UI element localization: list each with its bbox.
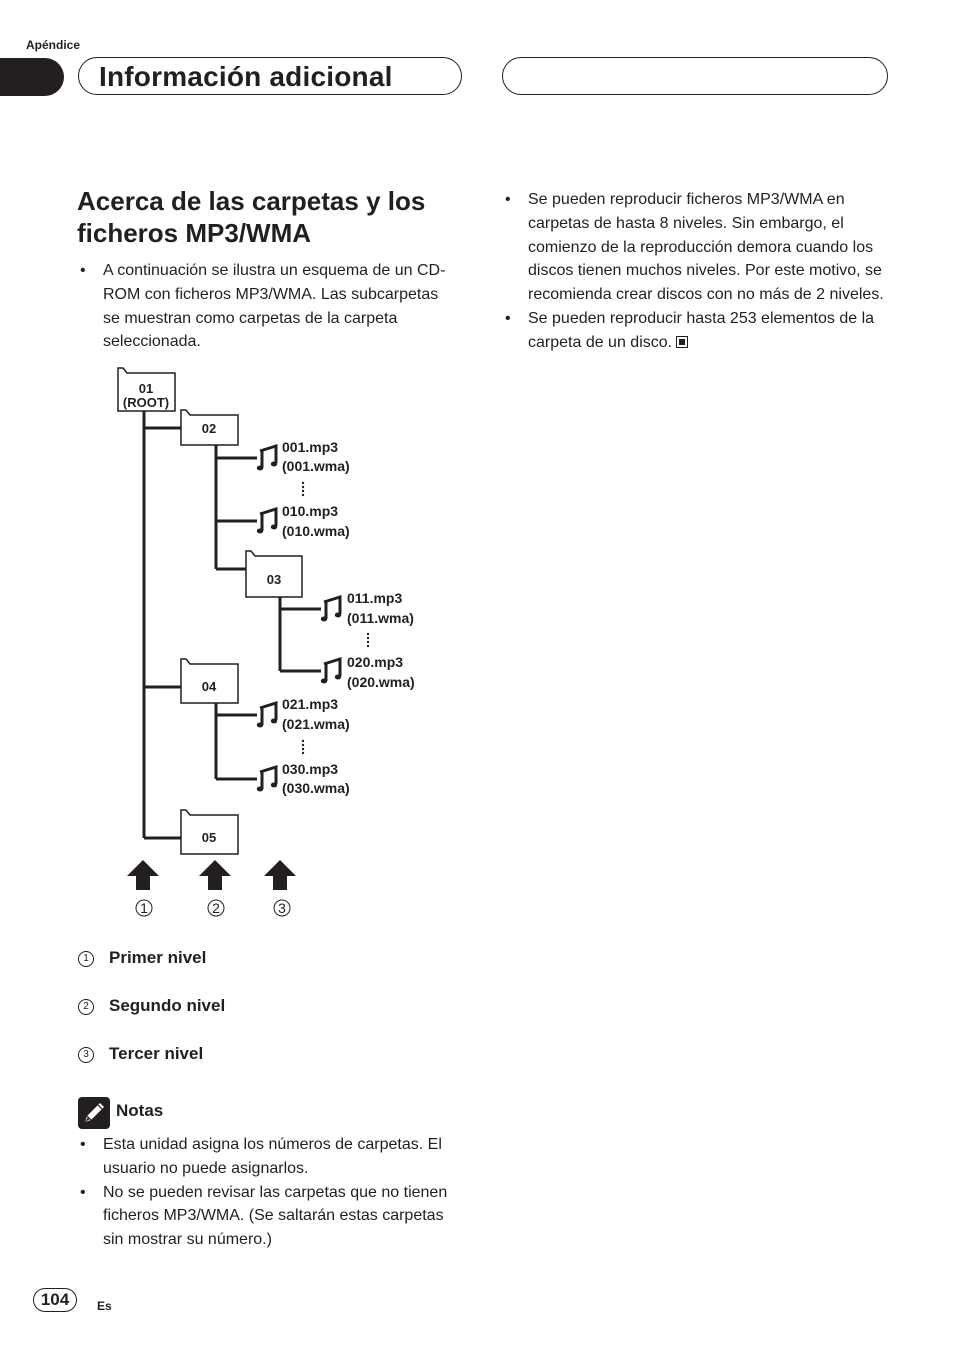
chapter-title: Información adicional xyxy=(99,61,393,92)
header-empty-pill xyxy=(502,57,888,95)
file-label: 010.mp3 xyxy=(282,503,338,519)
up-arrow-icon xyxy=(199,860,231,890)
file-label: 020.mp3 xyxy=(347,654,403,670)
page-number: 104 xyxy=(33,1288,77,1312)
folder-01-root-label: (ROOT) xyxy=(123,395,169,410)
folder-icon: 03 xyxy=(245,550,303,598)
chapter-title-pill: Información adicional xyxy=(78,57,462,95)
note-item: Esta unidad asigna los números de carpet… xyxy=(78,1133,458,1181)
folder-icon: 05 xyxy=(180,809,239,855)
folder-04-label: 04 xyxy=(202,679,217,694)
music-note-icon xyxy=(319,595,343,623)
file-label: (021.wma) xyxy=(282,716,350,732)
section-heading: Acerca de las carpetas y los ficheros MP… xyxy=(77,186,426,248)
legend-item-level-2: 2 Segundo nivel xyxy=(78,996,225,1016)
level-label: Segundo nivel xyxy=(109,996,226,1015)
section-label: Apéndice xyxy=(26,38,81,52)
level-number: 1 xyxy=(78,951,94,967)
level-marker: 1 xyxy=(135,899,153,917)
ellipsis-dots xyxy=(301,481,370,755)
right-item: Se pueden reproducir ficheros MP3/WMA en… xyxy=(503,188,893,307)
level-label: Primer nivel xyxy=(109,948,207,967)
legend-item-level-1: 1 Primer nivel xyxy=(78,948,206,968)
file-label: (011.wma) xyxy=(347,610,414,626)
svg-text:1: 1 xyxy=(140,900,148,916)
music-note-icon xyxy=(319,657,343,685)
up-arrow-icon xyxy=(127,860,159,890)
legend-item-level-3: 3 Tercer nivel xyxy=(78,1044,203,1064)
level-label: Tercer nivel xyxy=(109,1044,204,1063)
section-tab-marker xyxy=(0,58,64,96)
right-column-list: Se pueden reproducir ficheros MP3/WMA en… xyxy=(503,188,893,355)
folder-icon: 02 xyxy=(180,409,239,446)
level-marker: 3 xyxy=(273,899,291,917)
end-of-section-icon xyxy=(676,335,689,348)
music-note-icon xyxy=(255,444,279,472)
file-label: (030.wma) xyxy=(282,780,350,796)
folder-02-label: 02 xyxy=(202,421,216,436)
svg-text:3: 3 xyxy=(278,900,286,916)
file-label: 011.mp3 xyxy=(347,590,402,606)
note-item: No se pueden revisar las carpetas que no… xyxy=(78,1181,458,1252)
file-label: 001.mp3 xyxy=(282,439,338,455)
svg-text:2: 2 xyxy=(212,900,220,916)
right-item-text: Se pueden reproducir hasta 253 elementos… xyxy=(528,309,875,351)
folder-tree-diagram: 01 (ROOT) 02 03 04 05 001.mp3 (001.wma) … xyxy=(100,360,440,930)
intro-list: A continuación se ilustra un esquema de … xyxy=(78,259,456,354)
tree-connectors xyxy=(142,411,321,840)
right-item: Se pueden reproducir hasta 253 elementos… xyxy=(503,307,893,355)
notes-pencil-icon xyxy=(78,1097,110,1129)
file-label: (010.wma) xyxy=(282,523,350,539)
level-number: 3 xyxy=(78,1047,94,1063)
file-label: 021.mp3 xyxy=(282,696,338,712)
notes-list: Esta unidad asigna los números de carpet… xyxy=(78,1133,458,1252)
notes-title: Notas xyxy=(116,1101,164,1120)
folder-icon: 04 xyxy=(180,658,239,704)
language-code: Es xyxy=(97,1299,112,1313)
level-number: 2 xyxy=(78,999,94,1015)
file-label: (001.wma) xyxy=(282,458,350,474)
file-label: (020.wma) xyxy=(347,674,415,690)
folder-icon: 01 (ROOT) xyxy=(117,367,176,412)
folder-01-number: 01 xyxy=(139,381,153,396)
file-label: 030.mp3 xyxy=(282,761,338,777)
level-marker: 2 xyxy=(207,899,225,917)
music-note-icon xyxy=(255,701,279,729)
music-note-icon xyxy=(255,765,279,793)
up-arrow-icon xyxy=(264,860,296,890)
folder-03-label: 03 xyxy=(267,572,281,587)
intro-item: A continuación se ilustra un esquema de … xyxy=(78,259,456,354)
music-note-icon xyxy=(255,507,279,535)
folder-05-label: 05 xyxy=(202,830,216,845)
